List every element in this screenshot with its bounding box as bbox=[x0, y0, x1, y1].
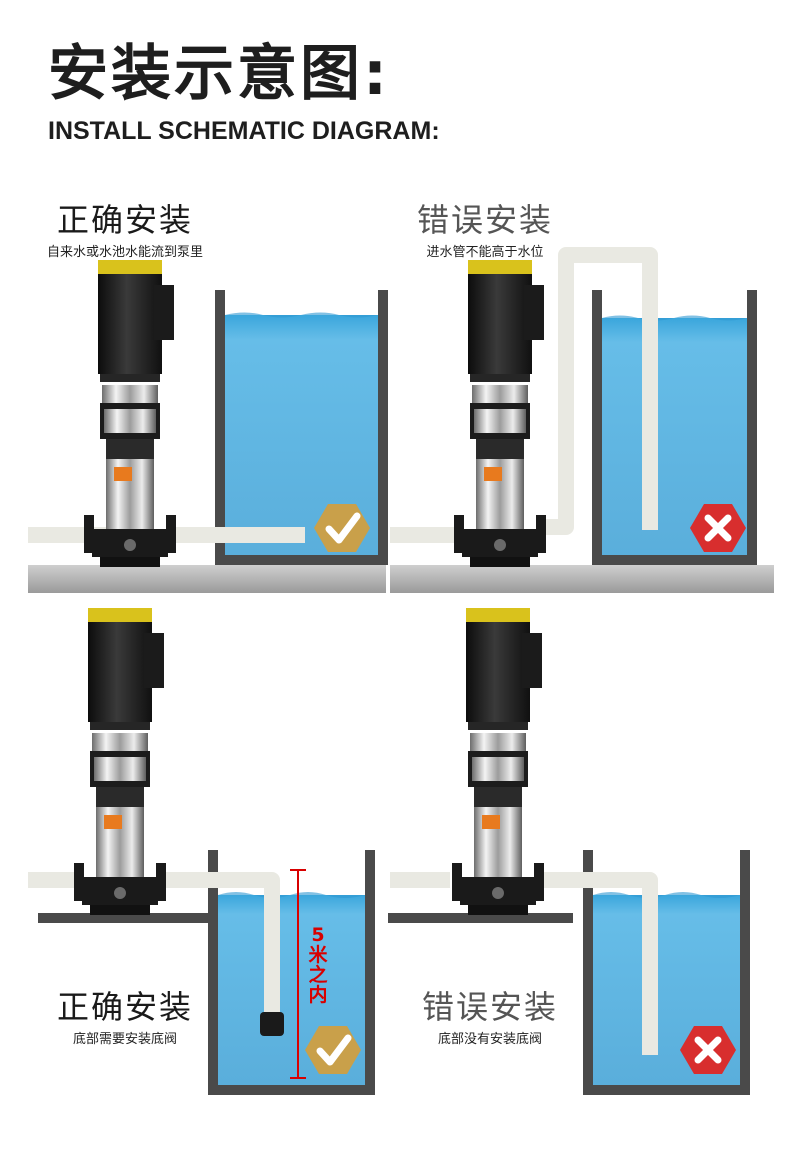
panel-3-caption: 底部需要安装底阀 bbox=[72, 1032, 177, 1047]
floor bbox=[390, 565, 774, 593]
floor bbox=[388, 913, 573, 923]
panel-1-heading: 正确安装 bbox=[56, 201, 193, 239]
tank-wall-right bbox=[365, 850, 375, 1095]
panel-4 bbox=[388, 608, 750, 1095]
panel-3-label: 正确安装 底部需要安装底阀 bbox=[40, 987, 210, 1049]
tank-wall-right bbox=[378, 290, 388, 565]
pump-icon bbox=[84, 260, 176, 567]
panel-4-label: 错误安装 底部没有安装底阀 bbox=[405, 987, 575, 1049]
panel-2 bbox=[390, 247, 774, 593]
pump-icon bbox=[452, 608, 544, 915]
tank-wall-left bbox=[208, 850, 218, 1095]
distance-label: 5米之内 bbox=[308, 924, 328, 1006]
page-title: 安装示意图: bbox=[48, 39, 390, 109]
panel-4-caption: 底部没有安装底阀 bbox=[437, 1032, 542, 1047]
tank-wall-left bbox=[583, 850, 593, 1095]
pipe bbox=[175, 527, 305, 543]
pipe bbox=[28, 872, 78, 888]
pipe bbox=[390, 872, 450, 888]
panel-2-label: 错误安装 进水管不能高于水位 bbox=[400, 200, 570, 262]
floor bbox=[28, 565, 386, 593]
tank-wall-left bbox=[215, 290, 225, 565]
pipe bbox=[390, 527, 458, 543]
pipe bbox=[545, 247, 658, 535]
panel-4-heading: 错误安装 bbox=[421, 988, 558, 1026]
panel-1-label: 正确安装 自来水或水池水能流到泵里 bbox=[30, 200, 220, 262]
panel-2-caption: 进水管不能高于水位 bbox=[426, 245, 544, 260]
floor bbox=[38, 913, 208, 923]
header: 安装示意图: INSTALL SCHEMATIC DIAGRAM: bbox=[48, 38, 440, 146]
pipe bbox=[165, 872, 280, 1012]
panel-2-heading: 错误安装 bbox=[416, 201, 553, 239]
tank-wall-right bbox=[740, 850, 750, 1095]
page-subtitle: INSTALL SCHEMATIC DIAGRAM: bbox=[48, 117, 440, 145]
pump-icon bbox=[454, 260, 546, 567]
tank-wall-left bbox=[592, 290, 602, 565]
panel-1 bbox=[28, 260, 388, 593]
foot-valve-icon bbox=[260, 1012, 284, 1036]
panel-3-heading: 正确安装 bbox=[56, 988, 193, 1026]
pipe bbox=[540, 872, 658, 1055]
panel-1-caption: 自来水或水池水能流到泵里 bbox=[46, 245, 203, 260]
pump-icon bbox=[74, 608, 166, 915]
tank-wall-right bbox=[747, 290, 757, 565]
panel-3 bbox=[28, 608, 375, 1095]
